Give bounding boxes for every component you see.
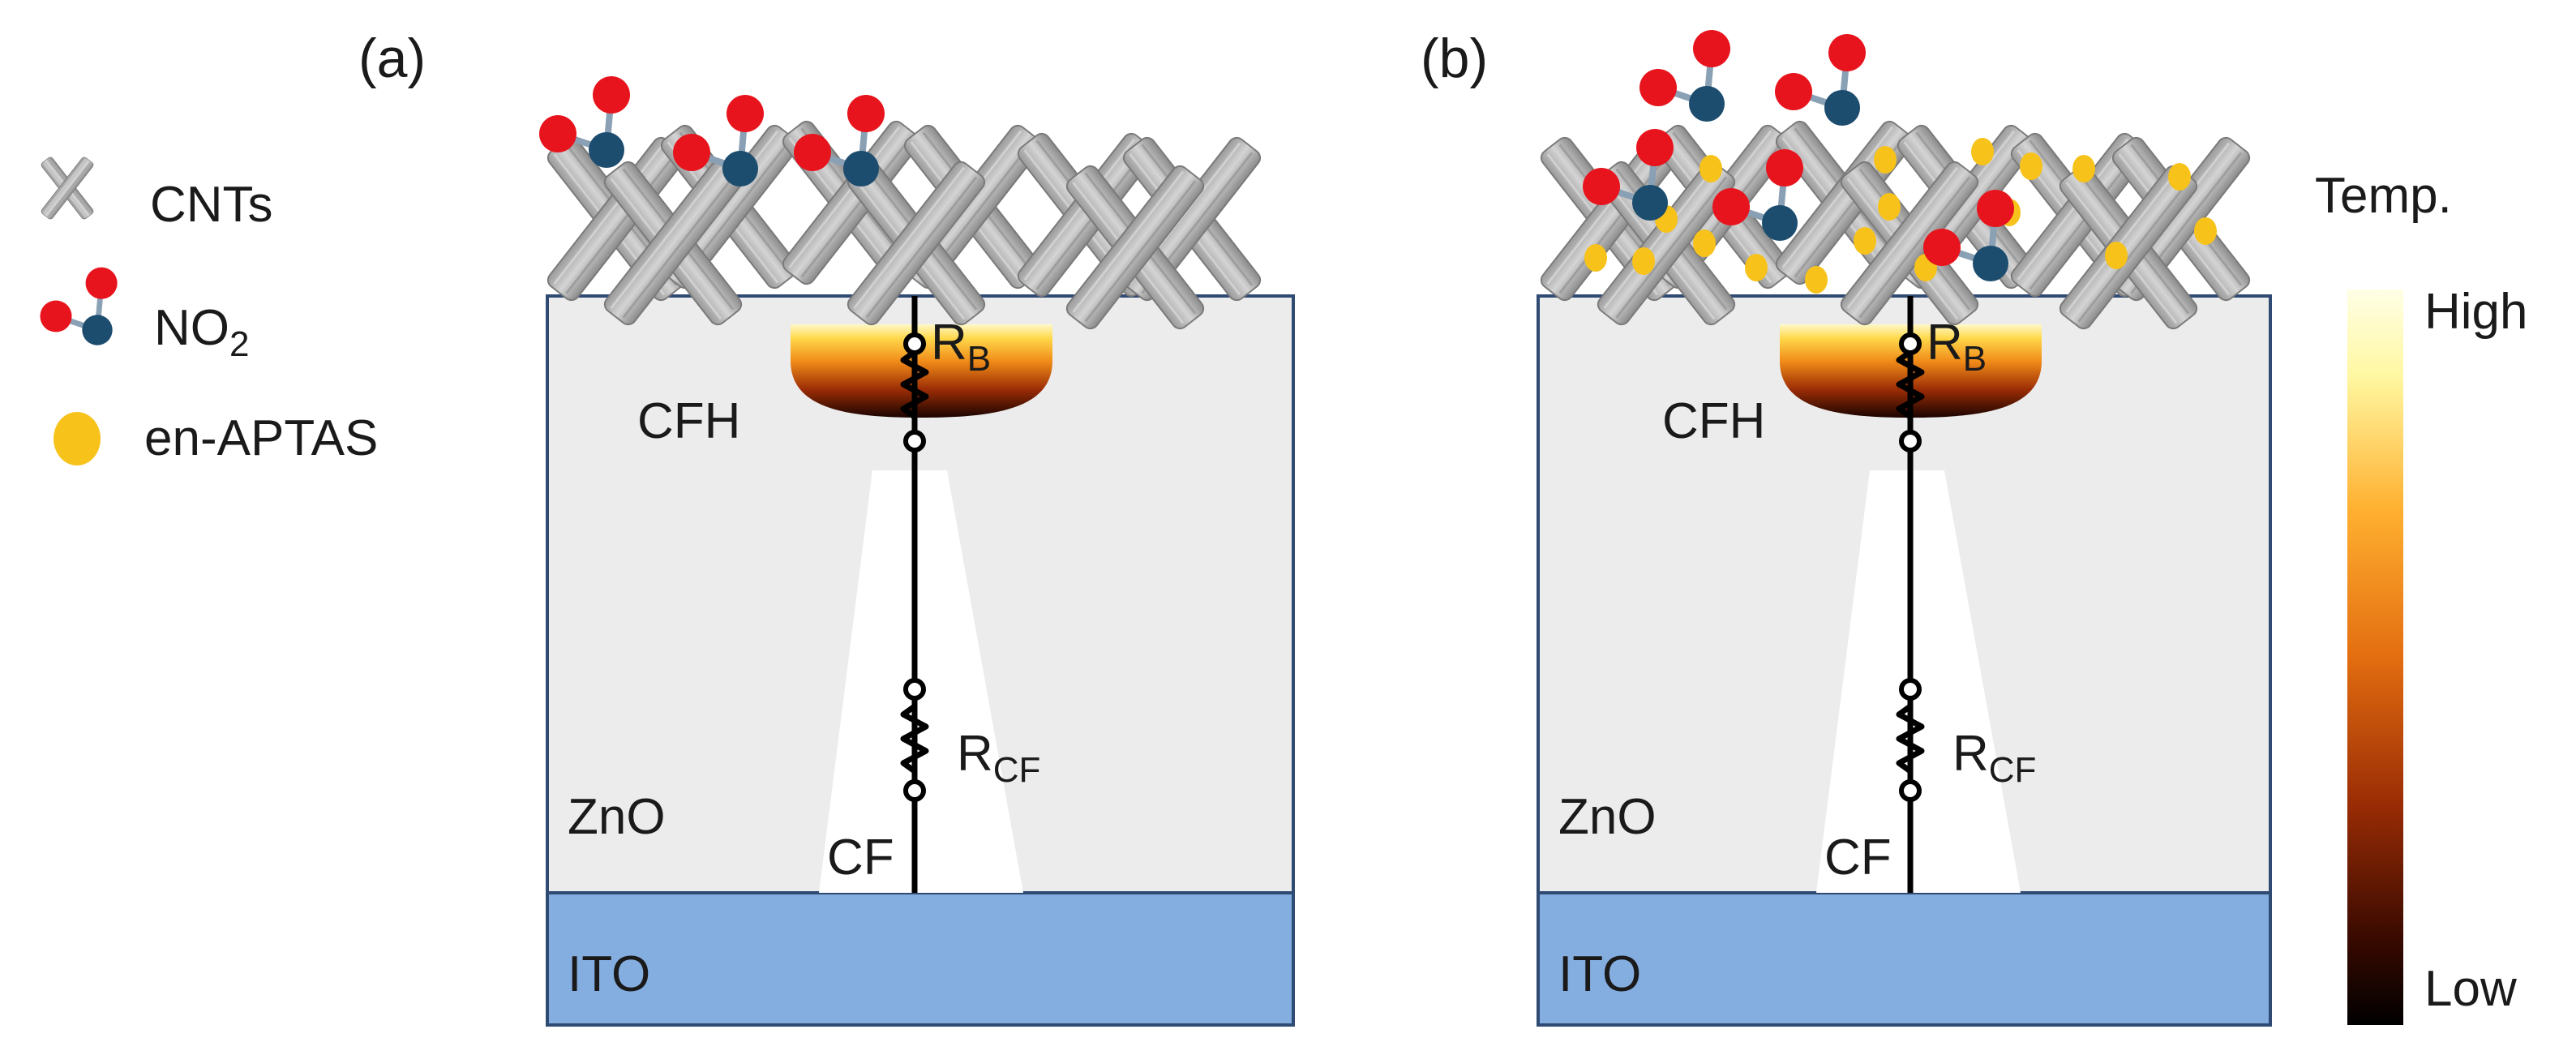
- panel-label: (a): [358, 28, 426, 89]
- aptas-particle: [1693, 229, 1716, 257]
- no2-icon: [40, 268, 117, 345]
- cf-label: CF: [1824, 830, 1892, 886]
- aptas-particle: [1874, 146, 1897, 174]
- aptas-particle: [1805, 266, 1828, 294]
- rcf-label: RCF: [957, 726, 1040, 790]
- colorbar-low-label: Low: [2424, 961, 2517, 1017]
- panel-b: (b): [1421, 28, 2272, 1027]
- colorbar-high-label: High: [2424, 284, 2528, 340]
- legend-aptas-label: en-APTAS: [144, 410, 378, 466]
- circuit-node: [1899, 678, 1922, 701]
- ito-label: ITO: [568, 946, 650, 1002]
- aptas-particle: [1632, 247, 1655, 275]
- zno-label: ZnO: [568, 789, 666, 845]
- cf-label: CF: [827, 830, 894, 886]
- panel-label: (b): [1421, 28, 1488, 89]
- ito-label: ITO: [1558, 946, 1641, 1002]
- colorbar-title: Temp.: [2315, 168, 2452, 224]
- zno-label: ZnO: [1558, 789, 1657, 845]
- aptas-particle: [1971, 138, 1994, 165]
- ito-layer: [546, 891, 1295, 1027]
- aptas-icon: [54, 412, 101, 465]
- aptas-particle: [1699, 155, 1722, 182]
- aptas-particle: [1878, 193, 1901, 221]
- aptas-particle: [1745, 254, 1768, 281]
- circuit-node: [903, 332, 926, 355]
- circuit-node: [1899, 779, 1922, 802]
- circuit-node: [1899, 332, 1922, 355]
- aptas-particle: [1854, 227, 1876, 255]
- no2-molecule: [1775, 34, 1866, 126]
- no2-molecule: [1639, 30, 1730, 122]
- aptas-particle: [2168, 163, 2191, 191]
- aptas-particle: [2020, 152, 2042, 180]
- legend: CNTs NO2 en-APTAS: [40, 156, 378, 466]
- circuit-node: [1899, 430, 1922, 452]
- panel-a: (a) CFH RB RCF ZnO: [358, 28, 1295, 1027]
- circuit-node: [903, 430, 926, 452]
- aptas-particle: [2194, 217, 2217, 245]
- aptas-particle: [2072, 155, 2095, 182]
- colorbar-gradient: [2347, 289, 2403, 1025]
- circuit-node: [903, 779, 926, 802]
- circuit-node: [903, 678, 926, 701]
- aptas-particle: [1584, 244, 1607, 272]
- cfh-label: CFH: [637, 393, 740, 449]
- legend-no2-label: NO2: [154, 300, 249, 364]
- temperature-colorbar: Temp. High Low: [2315, 168, 2528, 1025]
- cfh-label: CFH: [1662, 393, 1765, 449]
- rcf-label: RCF: [1952, 726, 2036, 790]
- legend-cnt-label: CNTs: [150, 177, 273, 233]
- rb-label: RB: [1927, 315, 1987, 379]
- rb-label: RB: [931, 315, 991, 379]
- aptas-particle: [2105, 242, 2128, 269]
- cnt-icon: [41, 156, 95, 220]
- ito-layer: [1537, 891, 2272, 1027]
